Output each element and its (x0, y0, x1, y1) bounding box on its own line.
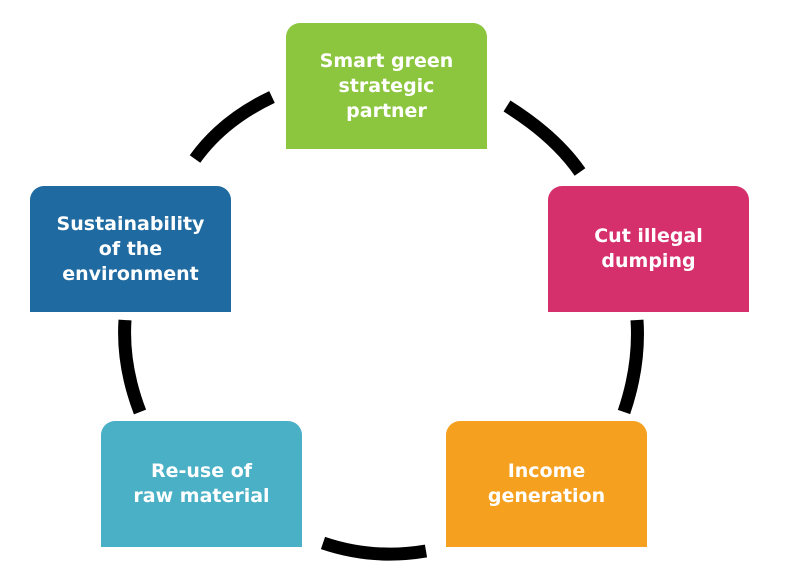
connector-arc-sustainability-to-partner (189, 91, 275, 163)
node-income-generation: Income generation (446, 421, 647, 547)
connector-arc-dumping-to-income (617, 319, 644, 415)
node-cut-illegal-dumping: Cut illegal dumping (548, 186, 749, 312)
connector-arc-reuse-to-sustainability (118, 319, 147, 415)
node-sustainability-of-the-environment: Sustainability of the environment (30, 186, 231, 312)
node-re-use-of-raw-material: Re-use of raw material (101, 421, 302, 547)
connector-arc-partner-to-dumping (503, 100, 586, 176)
node-smart-green-strategic-partner: Smart green strategic partner (286, 23, 487, 149)
connector-arc-income-to-reuse (320, 536, 428, 561)
